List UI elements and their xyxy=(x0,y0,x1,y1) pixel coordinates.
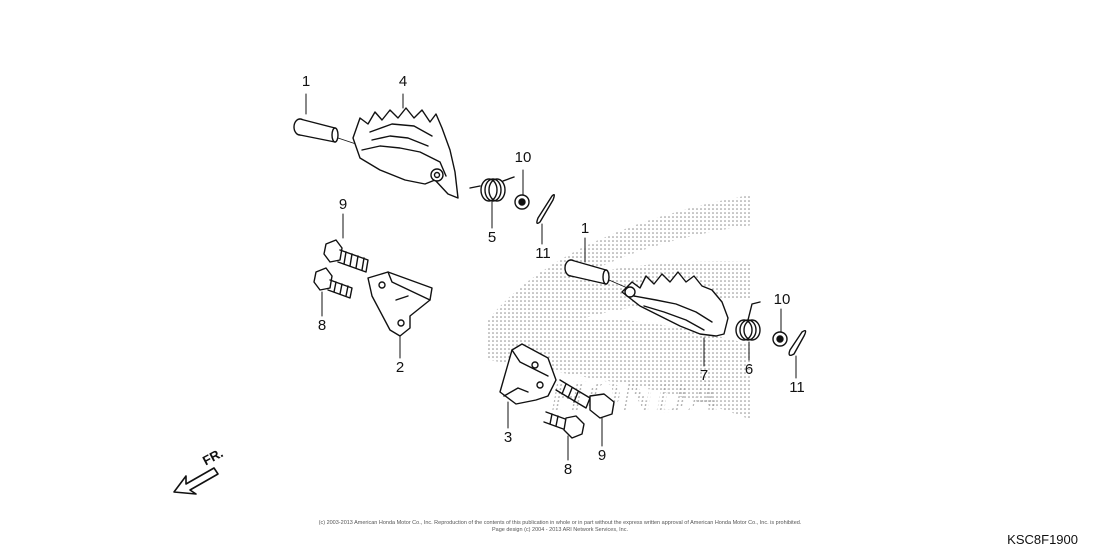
spring-part xyxy=(469,176,515,202)
bolt-part xyxy=(323,239,369,273)
washer-part xyxy=(514,194,530,210)
cotter-pin-part xyxy=(788,329,807,357)
callout-part-8: 8 xyxy=(317,317,327,334)
cotter-pin-part xyxy=(536,193,555,225)
spring-part xyxy=(735,301,761,341)
callout-part-11: 11 xyxy=(535,245,551,262)
diagram-code: KSC8F1900 xyxy=(1007,532,1078,547)
bracket-part xyxy=(499,343,557,405)
callout-part-4: 4 xyxy=(398,73,408,90)
bolt-part xyxy=(313,267,353,299)
callout-part-9: 9 xyxy=(338,196,348,213)
copyright-notice: (c) 2003-2013 American Honda Motor Co., … xyxy=(270,520,850,534)
pin-part xyxy=(293,118,363,147)
callout-part-6: 6 xyxy=(744,361,754,378)
footpeg-part xyxy=(621,271,729,337)
page-design-line: Page design (c) 2004 - 2013 ARI Network … xyxy=(491,527,629,533)
honda-wing-watermark: HONDA xyxy=(488,195,752,423)
callout-part-10: 10 xyxy=(514,149,532,166)
bolt-part xyxy=(543,411,585,439)
callout-part-9: 9 xyxy=(597,447,607,464)
pin-part xyxy=(564,259,633,291)
callout-part-8: 8 xyxy=(563,461,573,478)
bolt-part xyxy=(555,379,615,419)
footpeg-part xyxy=(352,107,459,199)
callout-part-1: 1 xyxy=(580,220,590,237)
leader-lines xyxy=(305,93,797,461)
callout-part-7: 7 xyxy=(699,367,709,384)
callout-part-2: 2 xyxy=(395,359,405,376)
washer-part xyxy=(772,331,788,347)
copyright-line: (c) 2003-2013 American Honda Motor Co., … xyxy=(318,520,802,526)
callout-part-5: 5 xyxy=(487,229,497,246)
bracket-part xyxy=(367,271,433,337)
callout-part-3: 3 xyxy=(503,429,513,446)
callout-part-1: 1 xyxy=(301,73,311,90)
front-arrow-icon xyxy=(173,467,219,495)
callout-part-10: 10 xyxy=(773,291,791,308)
callout-part-11: 11 xyxy=(789,379,805,396)
